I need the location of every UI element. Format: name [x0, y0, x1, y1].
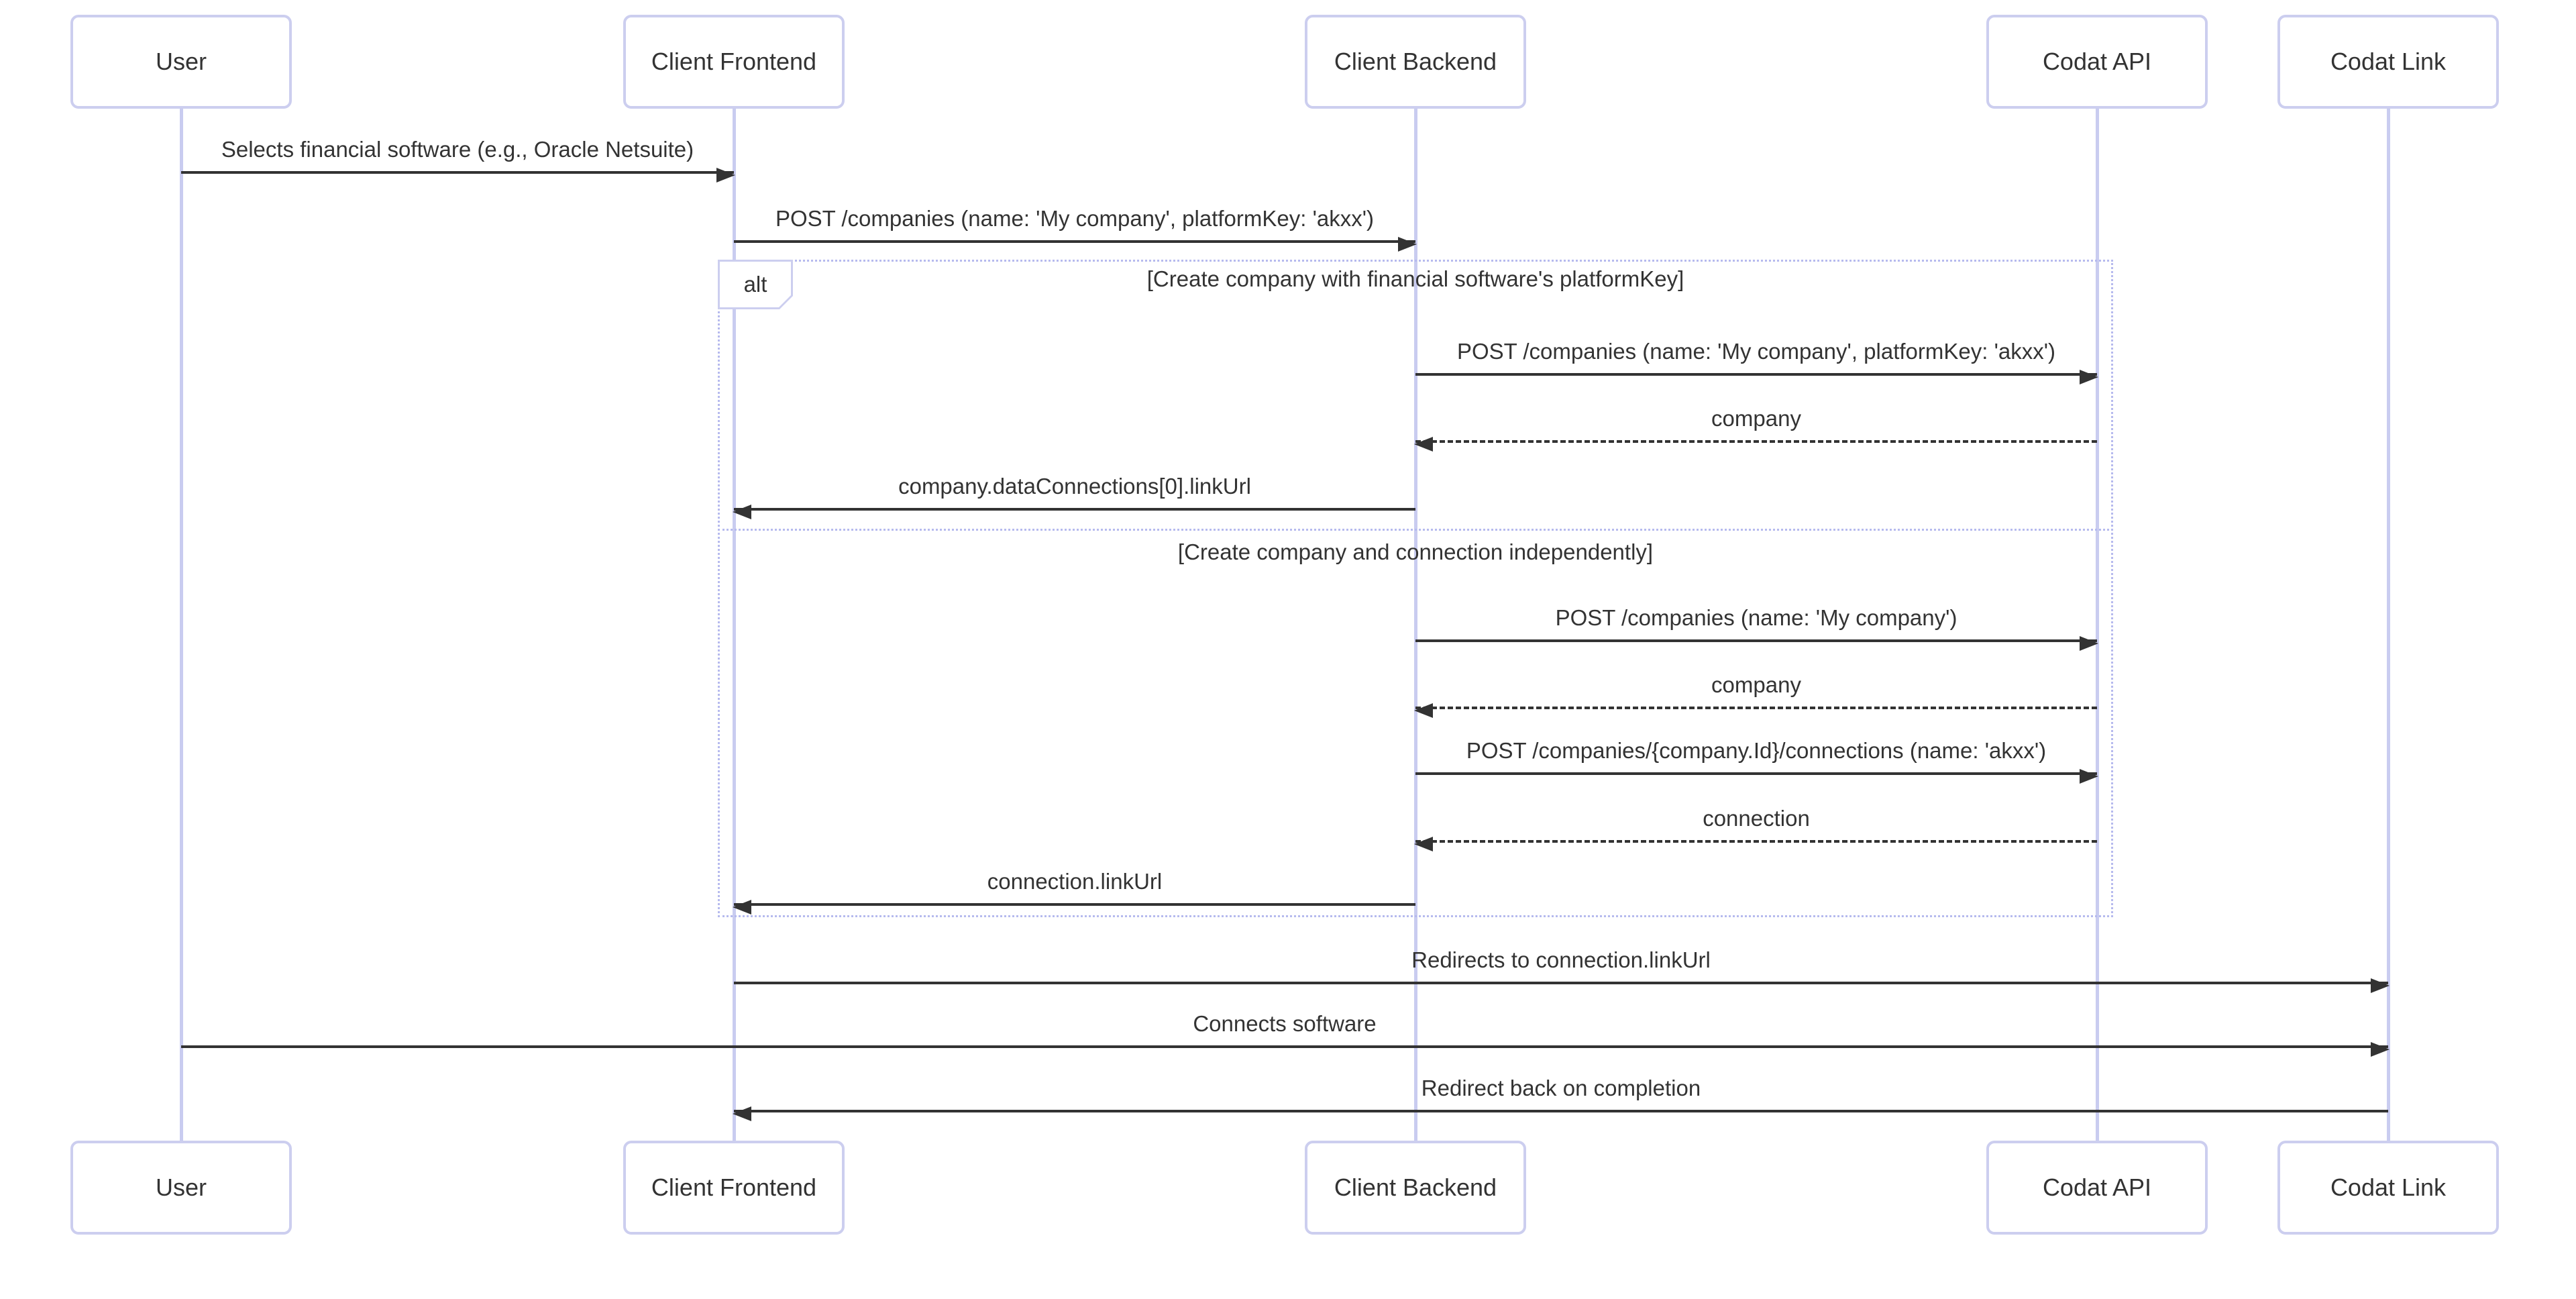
message-5-arrow	[1415, 636, 2098, 651]
message-0-arrow	[181, 168, 735, 183]
participant-codat-link-bottom: Codat Link	[2277, 1141, 2499, 1235]
alt-fragment-label-text: alt	[720, 262, 791, 307]
lifeline-client-backend	[1414, 109, 1417, 1141]
participant-client-frontend-top: Client Frontend	[623, 15, 845, 109]
arrowhead-icon	[733, 505, 751, 519]
alt-fragment-divider	[718, 529, 2113, 531]
participant-codat-link-top: Codat Link	[2277, 15, 2499, 109]
message-4-label: company.dataConnections[0].linkUrl	[898, 474, 1251, 499]
message-1-arrow	[734, 237, 1417, 252]
message-12-arrow	[733, 1106, 2388, 1121]
message-9-label: connection.linkUrl	[987, 869, 1163, 894]
arrowhead-icon	[2371, 1042, 2390, 1057]
message-3-label: company	[1711, 406, 1801, 431]
message-0-label: Selects financial software (e.g., Oracle…	[221, 137, 694, 162]
arrowhead-icon	[1398, 237, 1417, 252]
participant-user-bottom: User	[70, 1141, 292, 1235]
participant-codat-api-bottom: Codat API	[1986, 1141, 2208, 1235]
message-6-label: company	[1711, 672, 1801, 697]
message-3-arrow	[1414, 437, 2097, 452]
arrowhead-icon	[1414, 837, 1433, 851]
message-8-label: connection	[1703, 806, 1810, 831]
participant-client-frontend-label: Client Frontend	[651, 48, 817, 75]
message-6-arrow	[1414, 703, 2097, 718]
participant-codat-api-top: Codat API	[1986, 15, 2208, 109]
message-7-arrow	[1415, 769, 2098, 784]
participant-client-frontend-bottom: Client Frontend	[623, 1141, 845, 1235]
message-9-arrow	[733, 900, 1415, 915]
alt-fragment-frame	[718, 260, 2113, 917]
participant-user-label: User	[155, 1174, 207, 1201]
arrowhead-icon	[716, 168, 735, 183]
participant-user-label: User	[155, 48, 207, 75]
arrowhead-icon	[733, 1106, 751, 1121]
arrowhead-icon	[2080, 769, 2098, 784]
message-10-label: Redirects to connection.linkUrl	[1411, 947, 1711, 972]
participant-client-backend-bottom: Client Backend	[1305, 1141, 1526, 1235]
message-8-arrow	[1414, 837, 2097, 851]
arrowhead-icon	[1414, 703, 1433, 718]
participant-client-backend-label: Client Backend	[1334, 48, 1497, 75]
message-4-arrow	[733, 505, 1415, 519]
alt-condition-2: [Create company and connection independe…	[1177, 539, 1654, 564]
participant-codat-api-label: Codat API	[2042, 48, 2152, 75]
arrowhead-icon	[733, 900, 751, 915]
alt-condition-1: [Create company with financial software'…	[1146, 266, 1684, 291]
message-7-label: POST /companies/{company.Id}/connections…	[1466, 738, 2047, 763]
arrowhead-icon	[2080, 370, 2098, 384]
arrowhead-icon	[2080, 636, 2098, 651]
message-2-arrow	[1415, 370, 2098, 384]
message-5-label: POST /companies (name: 'My company')	[1555, 605, 1957, 630]
participant-client-backend-label: Client Backend	[1334, 1174, 1497, 1201]
message-1-label: POST /companies (name: 'My company', pla…	[775, 206, 1375, 231]
lifeline-codat-link	[2387, 109, 2390, 1141]
message-11-label: Connects software	[1193, 1011, 1377, 1036]
lifeline-user	[180, 109, 183, 1141]
participant-user-top: User	[70, 15, 292, 109]
arrowhead-icon	[1414, 437, 1433, 452]
participant-codat-link-label: Codat Link	[2330, 48, 2447, 75]
message-12-label: Redirect back on completion	[1421, 1076, 1701, 1100]
message-10-arrow	[734, 978, 2390, 993]
lifeline-codat-api	[2096, 109, 2099, 1141]
message-2-label: POST /companies (name: 'My company', pla…	[1456, 339, 2056, 364]
participant-codat-link-label: Codat Link	[2330, 1174, 2447, 1201]
participant-codat-api-label: Codat API	[2042, 1174, 2152, 1201]
lifeline-client-frontend	[733, 109, 736, 1141]
arrowhead-icon	[2371, 978, 2390, 993]
participant-client-frontend-label: Client Frontend	[651, 1174, 817, 1201]
participant-client-backend-top: Client Backend	[1305, 15, 1526, 109]
alt-fragment-label: alt	[718, 260, 793, 309]
message-11-arrow	[181, 1042, 2390, 1057]
